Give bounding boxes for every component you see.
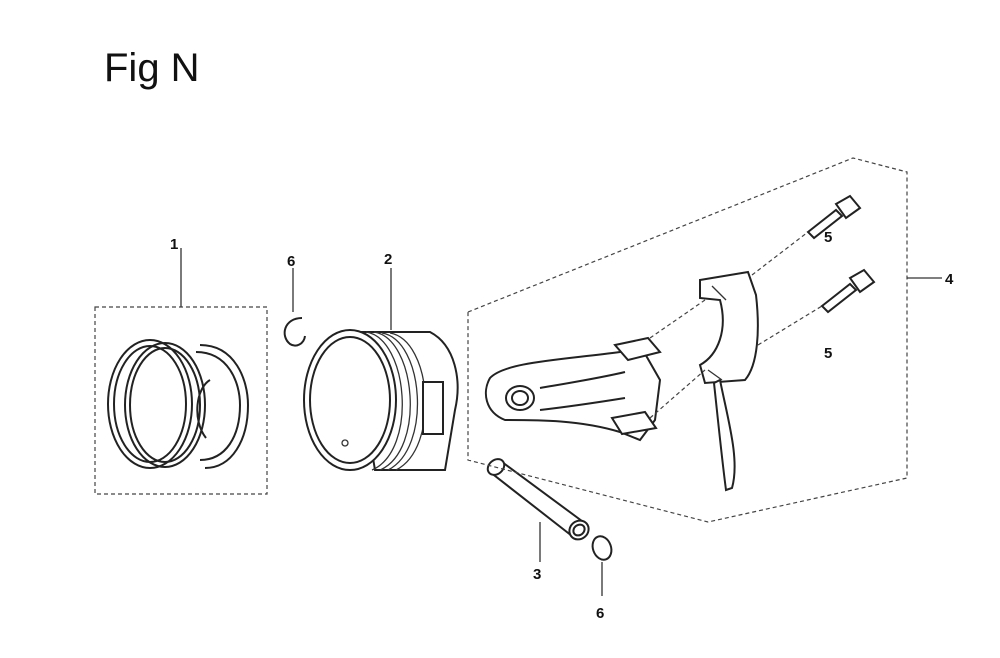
callout-3: 3 bbox=[533, 566, 541, 583]
pin-clip-lower: 6 bbox=[591, 535, 613, 622]
piston: 2 bbox=[303, 251, 459, 471]
ring-set-frame bbox=[94, 306, 268, 495]
callout-5-lower: 5 bbox=[824, 345, 832, 362]
rod-cap bbox=[698, 270, 759, 385]
figure-title: Fig N bbox=[104, 46, 200, 90]
pin-boss bbox=[422, 381, 444, 435]
callout-5-upper: 5 bbox=[824, 229, 832, 246]
callout-6-upper: 6 bbox=[287, 253, 295, 270]
connecting-rod-assembly: 4 bbox=[467, 157, 954, 523]
oil-dipper bbox=[712, 378, 736, 492]
pin-clip-upper: 6 bbox=[283, 253, 306, 347]
rod-bolt-lower: 5 bbox=[820, 268, 876, 362]
rod-bolt-upper: 5 bbox=[806, 194, 862, 246]
callout-1: 1 bbox=[170, 236, 178, 253]
callout-4: 4 bbox=[945, 271, 954, 288]
piston-ring-set: 1 bbox=[94, 236, 268, 495]
rod-assembly-frame bbox=[467, 157, 908, 523]
callout-6-lower: 6 bbox=[596, 605, 604, 622]
piston-pin: 3 bbox=[486, 458, 590, 583]
callout-2: 2 bbox=[384, 251, 392, 268]
